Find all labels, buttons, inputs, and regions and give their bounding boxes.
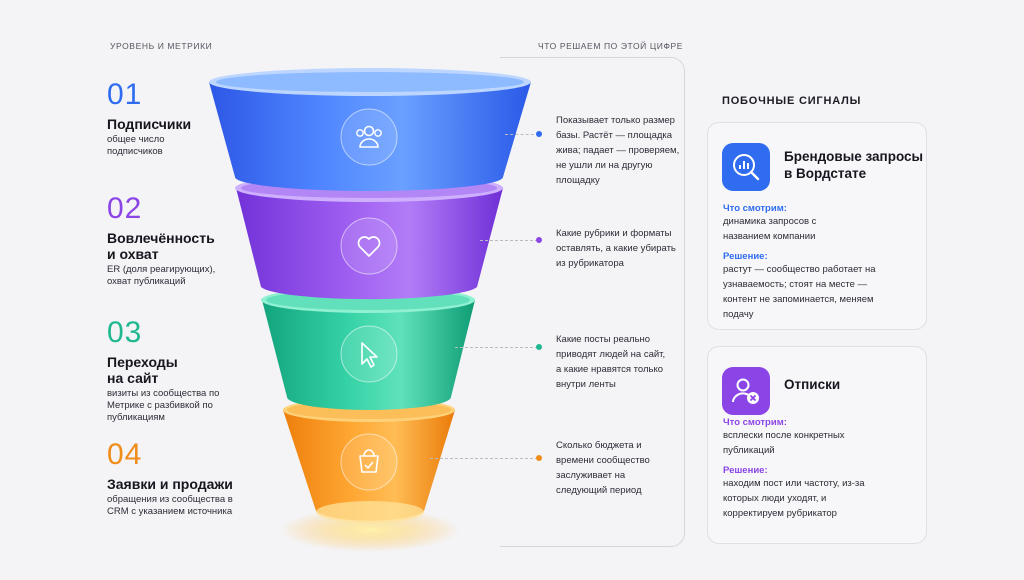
- level-3: 03 Переходы на сайт визиты из сообщества…: [107, 318, 277, 424]
- card-what-label: Что смотрим:: [723, 203, 787, 214]
- connector-dot-1: [536, 131, 542, 137]
- side-signals-title: ПОБОЧНЫЕ СИГНАЛЫ: [722, 95, 862, 107]
- funnel-glow: [280, 508, 460, 552]
- cursor-icon: [340, 325, 398, 383]
- card-solution-label: Решение:: [723, 251, 768, 262]
- header-levels-metrics: УРОВЕНЬ И МЕТРИКИ: [110, 41, 213, 51]
- connector-1: [505, 134, 539, 135]
- level-1-note: Показывает только размер базы. Растёт — …: [556, 115, 680, 186]
- level-2-note: Какие рубрики и форматы оставлять, а как…: [556, 228, 676, 269]
- card-solution-text: растут — сообщество работает на узнаваем…: [723, 264, 876, 320]
- level-title: Подписчики: [107, 116, 192, 132]
- level-title: Вовлечённость и охват: [107, 230, 215, 262]
- level-title: Заявки и продажи: [107, 476, 233, 492]
- card-title: Отписки: [784, 377, 841, 392]
- level-description: общее число подписчиков: [107, 134, 165, 157]
- funnel-segment-1: [209, 68, 531, 191]
- connector-dot-3: [536, 344, 542, 350]
- decisions-frame: [500, 57, 685, 547]
- card-what-text: всплески после конкретных публикаций: [723, 430, 845, 456]
- level-3-note: Какие посты реально приводят людей на са…: [556, 334, 666, 390]
- level-number: 03: [107, 316, 143, 349]
- connector-dot-2: [536, 237, 542, 243]
- header-decisions: ЧТО РЕШАЕМ ПО ЭТОЙ ЦИФРЕ: [538, 41, 684, 51]
- level-description: ER (доля реагирующих), охват публикаций: [107, 264, 216, 287]
- signal-card-unsubscribes: Отписки Что смотрим: всплески после конк…: [707, 346, 927, 544]
- users-icon: [340, 108, 398, 166]
- connector-3: [455, 347, 538, 348]
- card-title: Брендовые запросы в Вордстате: [784, 149, 924, 181]
- level-description: визиты из сообщества по Метрике с разбив…: [107, 388, 220, 423]
- level-2: 02 Вовлечённость и охват ER (доля реагир…: [107, 194, 277, 288]
- level-1: 01 Подписчики общее число подписчиков: [107, 80, 277, 158]
- level-4-note: Сколько бюджета и времени сообщество зас…: [556, 440, 650, 496]
- connector-4: [430, 458, 538, 459]
- level-description: обращения из сообщества в CRM с указание…: [107, 494, 233, 517]
- card-what-text: динамика запросов с названием компании: [723, 216, 817, 242]
- signal-card-brand-queries: Брендовые запросы в Вордстате Что смотри…: [707, 122, 927, 330]
- card-solution-text: находим пост или частоту, из-за которых …: [723, 478, 865, 519]
- level-4: 04 Заявки и продажи обращения из сообщес…: [107, 440, 277, 518]
- shopping-bag-icon: [340, 433, 398, 491]
- connector-dot-4: [536, 455, 542, 461]
- heart-icon: [340, 217, 398, 275]
- connector-2: [480, 240, 538, 241]
- level-number: 01: [107, 78, 143, 111]
- card-what-label: Что смотрим:: [723, 417, 787, 428]
- level-number: 02: [107, 192, 143, 225]
- search-chart-icon: [722, 143, 770, 191]
- level-title: Переходы на сайт: [107, 354, 178, 386]
- level-number: 04: [107, 438, 143, 471]
- user-remove-icon: [722, 367, 770, 415]
- card-solution-label: Решение:: [723, 465, 768, 476]
